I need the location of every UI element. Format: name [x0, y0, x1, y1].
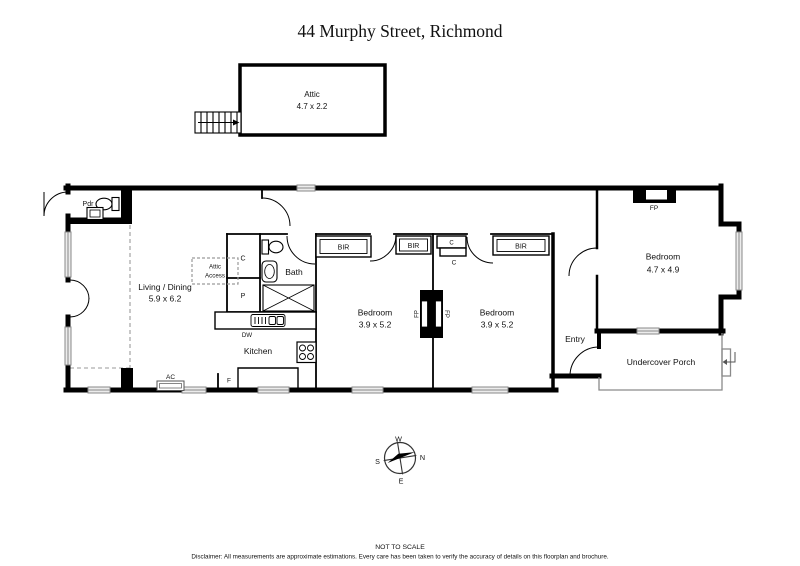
compass-east: E: [399, 477, 404, 486]
robes: [315, 235, 550, 258]
wall-powder-bottom: [66, 217, 132, 224]
label-fireplace-bed3: FP: [650, 205, 658, 212]
attic-access: Attic Access: [191, 257, 239, 285]
label-cupboard-hall: C: [240, 256, 245, 263]
door-hallway: [261, 197, 291, 227]
compass-needle: [387, 452, 415, 463]
sink-icon: [250, 314, 286, 327]
fireplaces: [420, 188, 676, 338]
door-french-top: [69, 279, 90, 300]
window: [257, 386, 290, 394]
door-bedroom2: [466, 236, 494, 264]
label-cupboard-bed2-b: C: [452, 260, 457, 267]
compass: W N S E: [375, 435, 425, 486]
door-bath: [286, 235, 316, 265]
bir-bedroom1-right: [395, 235, 432, 255]
toilet-cistern-icon: [261, 239, 270, 255]
window: [181, 386, 207, 394]
dims-bedroom2: 3.9 x 5.2: [481, 320, 514, 330]
attic-walls: [238, 63, 387, 137]
window: [636, 327, 660, 335]
dims-living: 5.9 x 6.2: [149, 294, 182, 304]
wall-bottom-pier: [121, 368, 133, 390]
bir-bedroom2: [492, 235, 550, 256]
label-bedroom2: Bedroom: [480, 308, 515, 318]
dims-bedroom1: 3.9 x 5.2: [359, 320, 392, 330]
door-bedroom3: [568, 247, 598, 277]
label-fridge: F: [227, 378, 231, 385]
window: [471, 386, 509, 394]
powder-fixtures: [86, 196, 120, 221]
exterior-walls: [63, 183, 742, 393]
disclaimer-text: Disclaimer: All measurements are approxi…: [191, 554, 608, 561]
attic-plan: Attic 4.7 x 2.2: [194, 63, 387, 137]
windows: [64, 184, 743, 394]
door-powder-exterior: [43, 191, 69, 217]
attic-dims: 4.7 x 2.2: [297, 102, 328, 111]
compass-south: S: [375, 457, 380, 466]
cupboard-bedroom2: [436, 235, 467, 257]
door-bedroom1: [369, 234, 397, 262]
window: [64, 231, 72, 278]
label-living: Living / Dining: [138, 282, 192, 292]
window: [296, 184, 316, 192]
label-dishwasher: DW: [242, 332, 252, 339]
kitchen-fixtures: [214, 311, 317, 389]
openplan-dashed-boundary: [68, 225, 131, 369]
label-entry: Entry: [565, 334, 586, 344]
label-porch: Undercover Porch: [627, 357, 696, 367]
window: [87, 386, 111, 394]
entry-arrow-icon: [722, 352, 736, 365]
bir-bedroom1-left: [315, 235, 372, 258]
window: [351, 386, 384, 394]
attic-access-label-1: Attic: [209, 264, 221, 271]
door-french-bottom: [69, 297, 90, 318]
compass-west: W: [395, 435, 402, 444]
label-fireplace-left: FP: [415, 310, 421, 318]
kitchen-counter-lower: [237, 367, 299, 389]
attic-label: Attic: [304, 90, 320, 99]
cooktop-icon: [296, 341, 317, 364]
powder-walls: [66, 186, 133, 390]
shower-icon: [262, 284, 315, 312]
stairs-arrow-head: [233, 119, 240, 126]
scale-note: NOT TO SCALE: [375, 544, 425, 551]
label-cupboard-bed2-a: C: [449, 241, 454, 247]
window: [64, 326, 72, 366]
attic-stairs: [194, 111, 242, 134]
door-front-entry: [569, 346, 600, 377]
interior-walls: [217, 186, 599, 392]
label-bir-2: BIR: [408, 243, 420, 250]
basin-icon: [264, 264, 275, 279]
label-kitchen: Kitchen: [244, 346, 273, 356]
label-aircon: AC: [166, 374, 175, 381]
toilet-icon: [268, 240, 284, 254]
ac-unit-icon: [156, 380, 185, 391]
label-bedroom3: Bedroom: [646, 252, 681, 262]
dims-bedroom3: 4.7 x 4.9: [647, 265, 680, 275]
toilet-cistern-icon: [111, 196, 120, 212]
label-pantry: P: [241, 293, 246, 300]
bath-fixtures: [261, 239, 315, 312]
attic-access-label-2: Access: [205, 273, 225, 280]
label-powder: Pdr: [83, 201, 95, 208]
label-bath: Bath: [285, 267, 303, 277]
wall-right-bay: [718, 183, 742, 336]
label-fireplace-right: FP: [443, 310, 449, 318]
porch: [598, 333, 736, 391]
label-bir-3: BIR: [515, 244, 527, 251]
window: [735, 231, 743, 291]
label-bir-1: BIR: [338, 245, 350, 252]
wall-powder-pier: [121, 186, 132, 223]
label-bedroom1: Bedroom: [358, 308, 393, 318]
compass-north: N: [420, 453, 425, 462]
page-title: 44 Murphy Street, Richmond: [297, 21, 502, 41]
